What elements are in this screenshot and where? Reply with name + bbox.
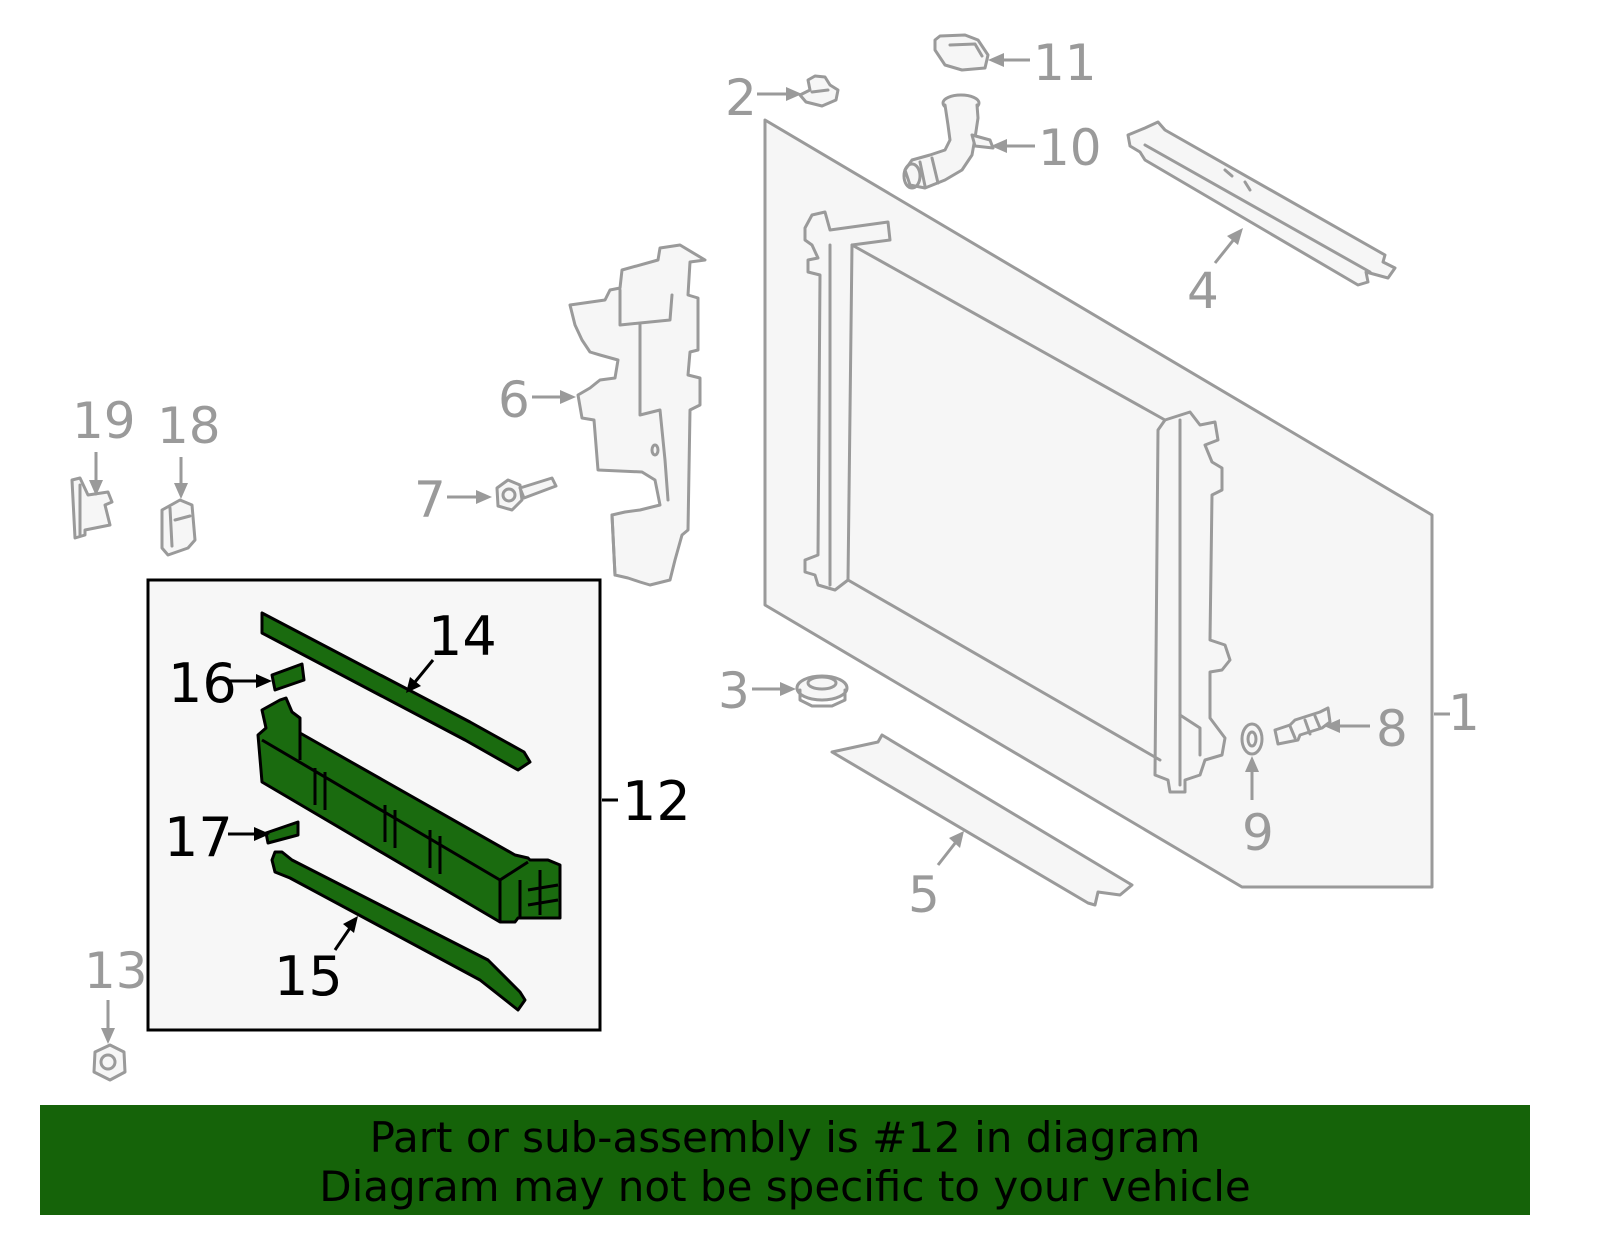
part-9-o-ring	[1240, 722, 1264, 756]
callout-17: 17	[164, 806, 233, 869]
callout-9: 9	[1242, 804, 1274, 862]
callout-7: 7	[414, 471, 446, 529]
callout-14: 14	[428, 605, 497, 668]
part-19-clip	[70, 476, 114, 540]
sub-assembly-12-box	[146, 578, 602, 1032]
callout-19: 19	[72, 392, 136, 450]
callout-18: 18	[157, 397, 221, 455]
callout-1: 1	[1448, 684, 1480, 742]
notice-banner: Part or sub-assembly is #12 in diagram D…	[40, 1105, 1530, 1215]
callout-2: 2	[725, 69, 757, 127]
callout-16: 16	[168, 652, 237, 715]
part-8-plug	[1273, 706, 1332, 746]
callout-11: 11	[1033, 34, 1097, 92]
part-6-side-bracket	[568, 243, 707, 587]
callout-15: 15	[274, 945, 343, 1008]
part-17-pad	[264, 820, 300, 845]
part-14-seal	[260, 611, 532, 772]
part-2-cap	[798, 74, 840, 108]
radiator-assembly	[763, 118, 1434, 889]
part-15-seal	[270, 850, 527, 1012]
part-7-bolt	[495, 476, 558, 512]
part-3-cap	[795, 674, 849, 708]
callout-labels: 1 2 3 4 5 6 7 8 9 10 11 12 13 14 15 16 1…	[72, 34, 1480, 1008]
callout-4: 4	[1187, 262, 1219, 320]
part-11-cap	[933, 33, 990, 72]
leaders-gray	[89, 53, 1450, 1044]
callout-8: 8	[1376, 700, 1408, 758]
callout-5: 5	[908, 866, 940, 924]
part-13-nut	[92, 1043, 127, 1082]
part-5-seal	[830, 733, 1134, 907]
callout-3: 3	[718, 662, 750, 720]
part-16-pad	[270, 662, 306, 692]
banner-line-2: Diagram may not be specific to your vehi…	[319, 1162, 1251, 1211]
leaders-black	[228, 659, 618, 951]
part-18-clip	[160, 498, 197, 557]
callout-6: 6	[498, 371, 530, 429]
callout-10: 10	[1038, 119, 1102, 177]
part-4-bracket	[1126, 120, 1397, 287]
banner-line-1: Part or sub-assembly is #12 in diagram	[369, 1113, 1201, 1162]
callout-12: 12	[622, 770, 691, 833]
main-deflector	[256, 696, 562, 924]
callout-13: 13	[84, 942, 148, 1000]
part-10-filler-neck	[902, 93, 995, 190]
